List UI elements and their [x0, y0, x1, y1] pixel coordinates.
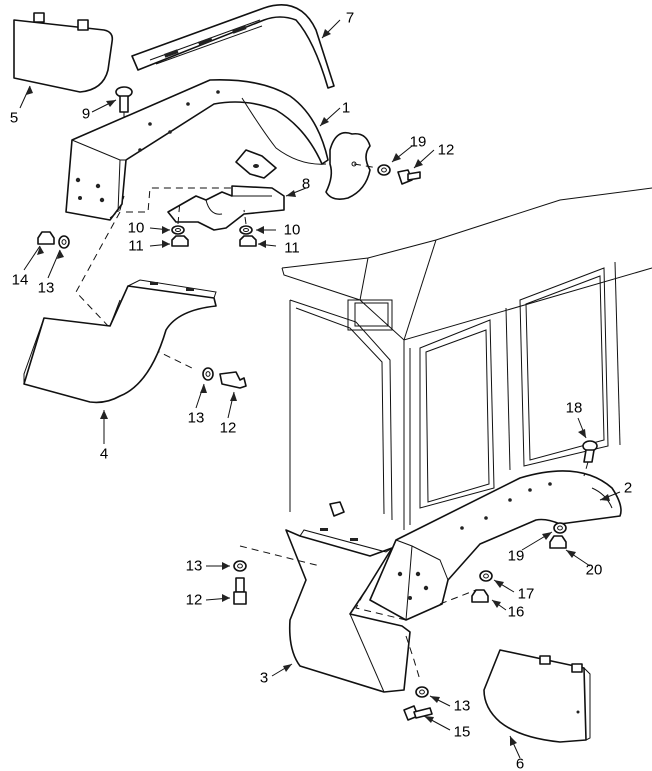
callout-12-mid: 12 — [220, 420, 237, 437]
callout-7: 7 — [346, 10, 354, 27]
callout-2: 2 — [624, 480, 632, 497]
end-cap-left — [13, 12, 114, 93]
callout-17: 17 — [518, 586, 535, 603]
bolt-12c — [233, 577, 247, 605]
end-cap-right — [483, 649, 591, 743]
upper-fender — [65, 79, 329, 221]
callout-19-upper: 19 — [410, 134, 427, 151]
callout-3: 3 — [260, 670, 268, 687]
callout-12-lower-left: 12 — [186, 592, 203, 609]
washer-10a — [171, 225, 185, 235]
callout-13-left: 13 — [38, 280, 55, 297]
mounting-bracket — [167, 149, 285, 231]
callout-10-left: 10 — [128, 220, 145, 237]
callout-10-right: 10 — [284, 222, 301, 239]
nut-11b — [239, 235, 257, 247]
callout-14: 14 — [12, 272, 29, 289]
callout-13-bottom: 13 — [454, 698, 471, 715]
nut-11a — [171, 235, 189, 247]
washer-13b — [202, 367, 214, 381]
callout-13-lower-left: 13 — [186, 558, 203, 575]
tractor-cab — [281, 187, 652, 530]
callout-1: 1 — [342, 100, 350, 117]
washer-13d — [415, 686, 429, 698]
callout-19-lower: 19 — [508, 548, 525, 565]
callout-8: 8 — [302, 176, 310, 193]
bolt-15 — [403, 705, 433, 721]
callout-9: 9 — [82, 106, 90, 123]
callout-5: 5 — [10, 110, 18, 127]
callout-labels: 5 9 7 1 8 19 12 10 11 10 11 14 13 4 13 1… — [10, 10, 632, 771]
decal-plate — [325, 131, 371, 200]
callout-11-right: 11 — [284, 240, 300, 257]
callout-11-left: 11 — [128, 238, 144, 255]
bolt-12a — [397, 169, 421, 185]
callout-15: 15 — [454, 724, 471, 741]
fender-extension-left — [23, 279, 217, 404]
callout-12-upper: 12 — [438, 142, 455, 159]
bolt-18 — [582, 440, 598, 477]
washer-13c — [233, 560, 247, 572]
callout-20: 20 — [586, 562, 603, 579]
bolt-12b — [219, 371, 247, 389]
nut-14 — [37, 231, 55, 245]
washer-17 — [479, 570, 493, 582]
washer-13a — [58, 235, 70, 249]
washer-10b — [239, 225, 253, 235]
callout-13-mid: 13 — [188, 410, 205, 427]
callout-6: 6 — [516, 756, 524, 771]
callout-4: 4 — [100, 446, 108, 463]
washer-19b — [553, 522, 567, 534]
nut-20 — [549, 535, 567, 549]
fender-strip — [131, 4, 335, 89]
leader-lines — [19, 19, 621, 759]
callout-16: 16 — [508, 604, 525, 621]
callout-18: 18 — [566, 400, 583, 417]
nut-16 — [471, 589, 489, 603]
washer-19a — [377, 164, 391, 176]
fender-extension-right — [285, 501, 411, 693]
right-fender — [369, 470, 622, 621]
